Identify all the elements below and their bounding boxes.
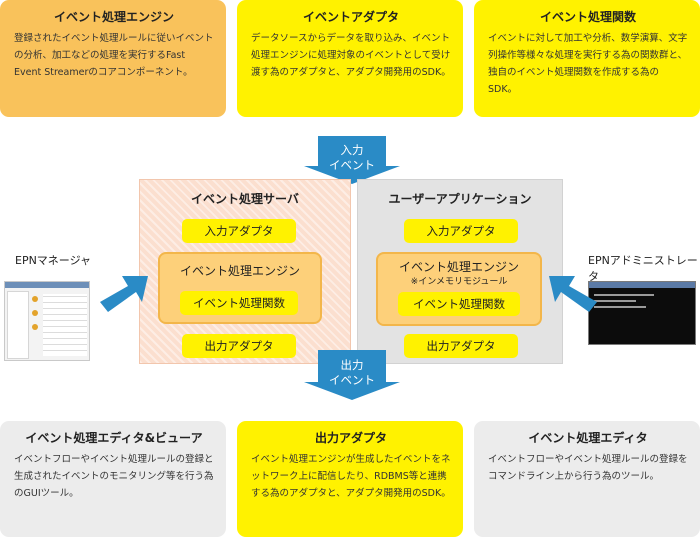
card-output-adapter: 出力アダプタ イベント処理エンジンが生成したイベントをネットワーク上に配信したり… [237, 421, 463, 537]
epn-manager-screenshot [4, 281, 90, 361]
user-input-adapter: 入力アダプタ [404, 219, 518, 243]
card-text: データソースからデータを取り込み、イベント処理エンジンに処理対象のイベントとして… [251, 33, 451, 78]
flow-node-icon [32, 296, 38, 302]
flow-node-icon [32, 310, 38, 316]
user-engine-note: ※インメモリモジュール [410, 277, 508, 287]
card-title: イベントアダプタ [302, 10, 399, 24]
user-app-title: ユーザーアプリケーション [388, 192, 532, 206]
window-grid [43, 294, 87, 356]
card-title: イベント処理エンジン [53, 10, 174, 24]
epn-manager-arrow [100, 276, 148, 312]
output-event-arrow [304, 350, 400, 400]
card-text: イベント処理エンジンが生成したイベントをネットワーク上に配信したり、RDBMS等… [251, 454, 451, 499]
window-titlebar [589, 282, 695, 288]
card-title: イベント処理関数 [539, 10, 636, 24]
console-line [594, 294, 654, 296]
output-event-label: 出力 イベント [329, 358, 375, 387]
server-output-adapter: 出力アダプタ [182, 334, 296, 358]
window-titlebar [5, 282, 89, 288]
card-event-adapter: イベントアダプタ データソースからデータを取り込み、イベント処理エンジンに処理対… [237, 0, 463, 117]
card-event-functions: イベント処理関数 イベントに対して加工や分析、数学演算、文字列操作等様々な処理を… [474, 0, 700, 117]
user-event-function: イベント処理関数 [398, 292, 520, 316]
console-line [594, 300, 636, 302]
server-title: イベント処理サーバ [191, 192, 299, 206]
card-editor-viewer: イベント処理エディタ&ビューア イベントフローやイベント処理ルールの登録と生成さ… [0, 421, 226, 537]
server-input-adapter: 入力アダプタ [182, 219, 296, 243]
card-title: イベント処理エディタ&ビューア [25, 431, 203, 445]
card-title: イベント処理エディタ [528, 431, 648, 445]
card-text: イベントに対して加工や分析、数学演算、文字列操作等様々な処理を実行する為の関数群… [488, 33, 688, 95]
epn-administrator-arrow [549, 276, 597, 312]
server-engine-label: イベント処理エンジン [179, 264, 300, 278]
card-event-editor: イベント処理エディタ イベントフローやイベント処理ルールの登録をコマンドライン上… [474, 421, 700, 537]
flow-node-icon [32, 324, 38, 330]
epn-manager-label: EPNマネージャ [15, 254, 92, 267]
card-text: 登録されたイベント処理ルールに従いイベントの分析、加工などの処理を実行するFas… [14, 33, 214, 78]
console-line [594, 306, 646, 308]
window-sidebar [7, 291, 29, 359]
user-output-adapter: 出力アダプタ [404, 334, 518, 358]
user-engine-label: イベント処理エンジン [398, 260, 519, 274]
epn-administrator-label: EPNアドミニストレータ [588, 254, 698, 283]
card-text: イベントフローやイベント処理ルールの登録と生成されたイベントのモニタリング等を行… [14, 454, 214, 499]
server-event-function: イベント処理関数 [180, 291, 298, 315]
epn-administrator-screenshot [588, 281, 696, 345]
input-event-arrow [304, 136, 400, 184]
card-title: 出力アダプタ [314, 431, 387, 445]
card-text: イベントフローやイベント処理ルールの登録をコマンドライン上から行う為のツール。 [488, 454, 688, 482]
input-event-label: 入力 イベント [329, 143, 375, 172]
card-event-engine: イベント処理エンジン 登録されたイベント処理ルールに従いイベントの分析、加工など… [0, 0, 226, 117]
